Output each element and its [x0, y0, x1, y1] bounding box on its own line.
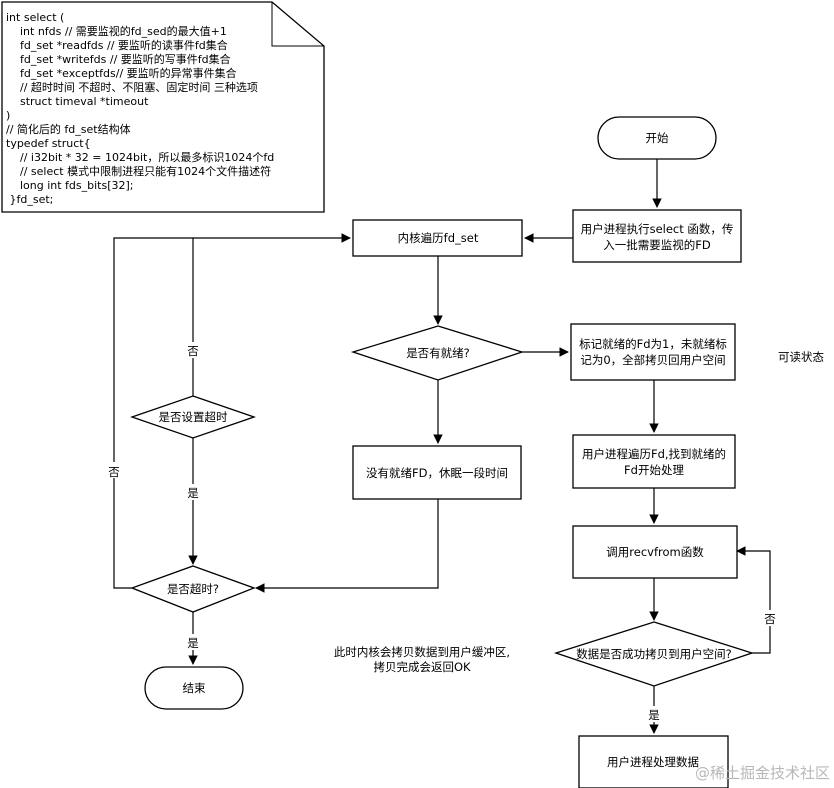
call-recvfrom-node: 调用recvfrom函数: [572, 525, 738, 579]
user-process-data-label: 用户进程处理数据: [607, 755, 699, 769]
kernel-traverse-node: 内核遍历fd_set: [352, 219, 523, 257]
code-line: fd_set *writefds // 要监听的写事件fd集合: [6, 52, 231, 66]
user-call-label: 用户进程执行select 函数，传: [581, 222, 734, 236]
is-timeout-set-label: 是否设置超时: [159, 410, 228, 424]
code-note: int select ( int nfds // 需要监视的fd_sed的最大值…: [1, 1, 325, 213]
code-line: }fd_set;: [6, 193, 53, 206]
mark-ready-label: 标记就绪的Fd为1，未就绪标: [579, 337, 727, 351]
code-line: struct timeval *timeout: [6, 95, 149, 108]
edge-label-no: 否: [187, 344, 199, 358]
is-ready-label: 是否有就绪?: [406, 346, 470, 360]
is-timeout-set-decision: 是否设置超时: [130, 395, 256, 439]
end-node: 结束: [144, 666, 244, 710]
edge-label-yes: 是: [648, 708, 660, 722]
readable-state-text: 可读状态: [778, 350, 824, 364]
copy-success-decision: 数据是否成功拷贝到用户空间?: [553, 621, 755, 687]
code-line: // select 模式中限制进程只能有1024个文件描述符: [6, 164, 271, 178]
code-line: // 超时时间 不超时、不阻塞、固定时间 三种选项: [6, 80, 258, 94]
code-line: fd_set *readfds // 要监听的读事件fd集合: [6, 38, 228, 52]
watermark: @稀土掘金技术社区: [695, 764, 830, 782]
code-line: long int fds_bits[32];: [6, 179, 134, 192]
code-line: // i32bit * 32 = 1024bit，所以最多标识1024个fd: [6, 150, 274, 164]
edge-label-yes: 是: [187, 486, 199, 500]
code-line: // 简化后的 fd_set结构体: [6, 122, 131, 136]
user-traverse-node: 用户进程遍历Fd,找到就绪的 Fd开始处理: [572, 434, 736, 489]
is-timed-out-decision: 是否超时?: [130, 565, 256, 613]
kernel-traverse-label: 内核遍历fd_set: [398, 231, 479, 245]
no-ready-sleep-label: 没有就绪FD，休眠一段时间: [366, 466, 508, 480]
edge-timedout-no: [113, 237, 193, 589]
kernel-copy-text: 此时内核会拷贝数据到用户缓冲区,: [334, 645, 510, 659]
kernel-copy-text: 拷贝完成会返回OK: [373, 660, 471, 674]
mark-ready-label: 记为0，全部拷贝回用户空间: [580, 353, 725, 367]
user-traverse-label: 用户进程遍历Fd,找到就绪的: [582, 447, 726, 461]
mark-ready-node: 标记就绪的Fd为1，未就绪标 记为0，全部拷贝回用户空间: [570, 323, 736, 381]
start-node: 开始: [597, 116, 717, 160]
user-call-label: 入一批需要监视的FD: [603, 238, 711, 252]
edge-sleep-to-timedout: [255, 499, 439, 593]
code-line: int nfds // 需要监视的fd_sed的最大值+1: [6, 24, 227, 38]
user-process-data-node: 用户进程处理数据: [578, 735, 729, 788]
edge-timeoutset-no: [192, 233, 351, 396]
edge-label-no: 否: [764, 612, 776, 626]
edge-labels: 否 是 否 是 否 是: [106, 342, 778, 722]
start-label: 开始: [646, 131, 669, 145]
edges: [113, 159, 771, 734]
copy-success-label: 数据是否成功拷贝到用户空间?: [576, 647, 732, 661]
edge-copy-no: [736, 546, 771, 654]
edge-label-no: 否: [108, 465, 120, 479]
no-ready-sleep-node: 没有就绪FD，休眠一段时间: [352, 445, 522, 500]
user-call-node: 用户进程执行select 函数，传 入一批需要监视的FD: [572, 209, 742, 263]
code-line: fd_set *exceptfds// 要监听的异常事件集合: [6, 66, 237, 80]
is-timed-out-label: 是否超时?: [167, 582, 219, 596]
edge-label-yes: 是: [187, 636, 199, 650]
code-line: int select (: [6, 11, 64, 24]
code-line: typedef struct{: [6, 137, 91, 150]
call-recvfrom-label: 调用recvfrom函数: [606, 545, 704, 559]
user-traverse-label: Fd开始处理: [624, 463, 684, 477]
end-label: 结束: [183, 681, 206, 695]
is-ready-decision: 是否有就绪?: [350, 325, 525, 381]
code-line: ): [6, 109, 10, 122]
